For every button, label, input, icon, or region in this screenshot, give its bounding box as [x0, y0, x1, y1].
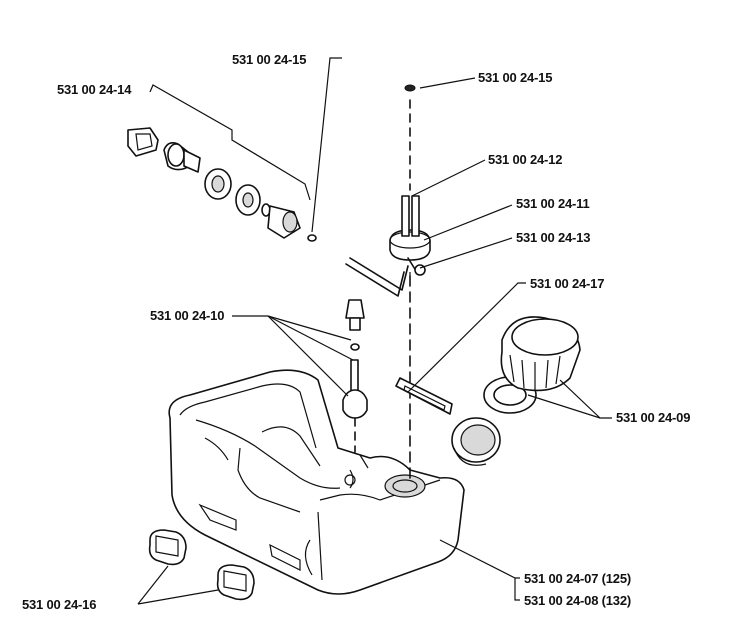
label-531-00-24-08: 531 00 24-08 (132)	[524, 593, 631, 608]
connector-kit	[127, 57, 342, 242]
label-531-00-24-15-a: 531 00 24-15	[232, 52, 307, 67]
label-531-00-24-16: 531 00 24-16	[22, 597, 97, 612]
label-531-00-24-12: 531 00 24-12	[488, 152, 563, 167]
label-531-00-24-07: 531 00 24-07 (125)	[524, 571, 631, 586]
leader-lines	[137, 77, 612, 605]
fuel-line-assembly	[345, 84, 431, 479]
label-531-00-24-17: 531 00 24-17	[530, 276, 605, 291]
label-531-00-24-11: 531 00 24-11	[516, 196, 590, 211]
label-531-00-24-13: 531 00 24-13	[516, 230, 591, 245]
rubber-feet	[148, 529, 255, 601]
label-531-00-24-14: 531 00 24-14	[57, 82, 132, 97]
gasket	[395, 377, 453, 415]
label-531-00-24-10: 531 00 24-10	[150, 308, 225, 323]
tank-vent-valve	[342, 299, 368, 453]
label-531-00-24-15-b: 531 00 24-15	[478, 70, 553, 85]
fuel-tank	[168, 369, 465, 595]
label-531-00-24-09: 531 00 24-09	[616, 410, 691, 425]
fuel-cap	[451, 316, 581, 466]
